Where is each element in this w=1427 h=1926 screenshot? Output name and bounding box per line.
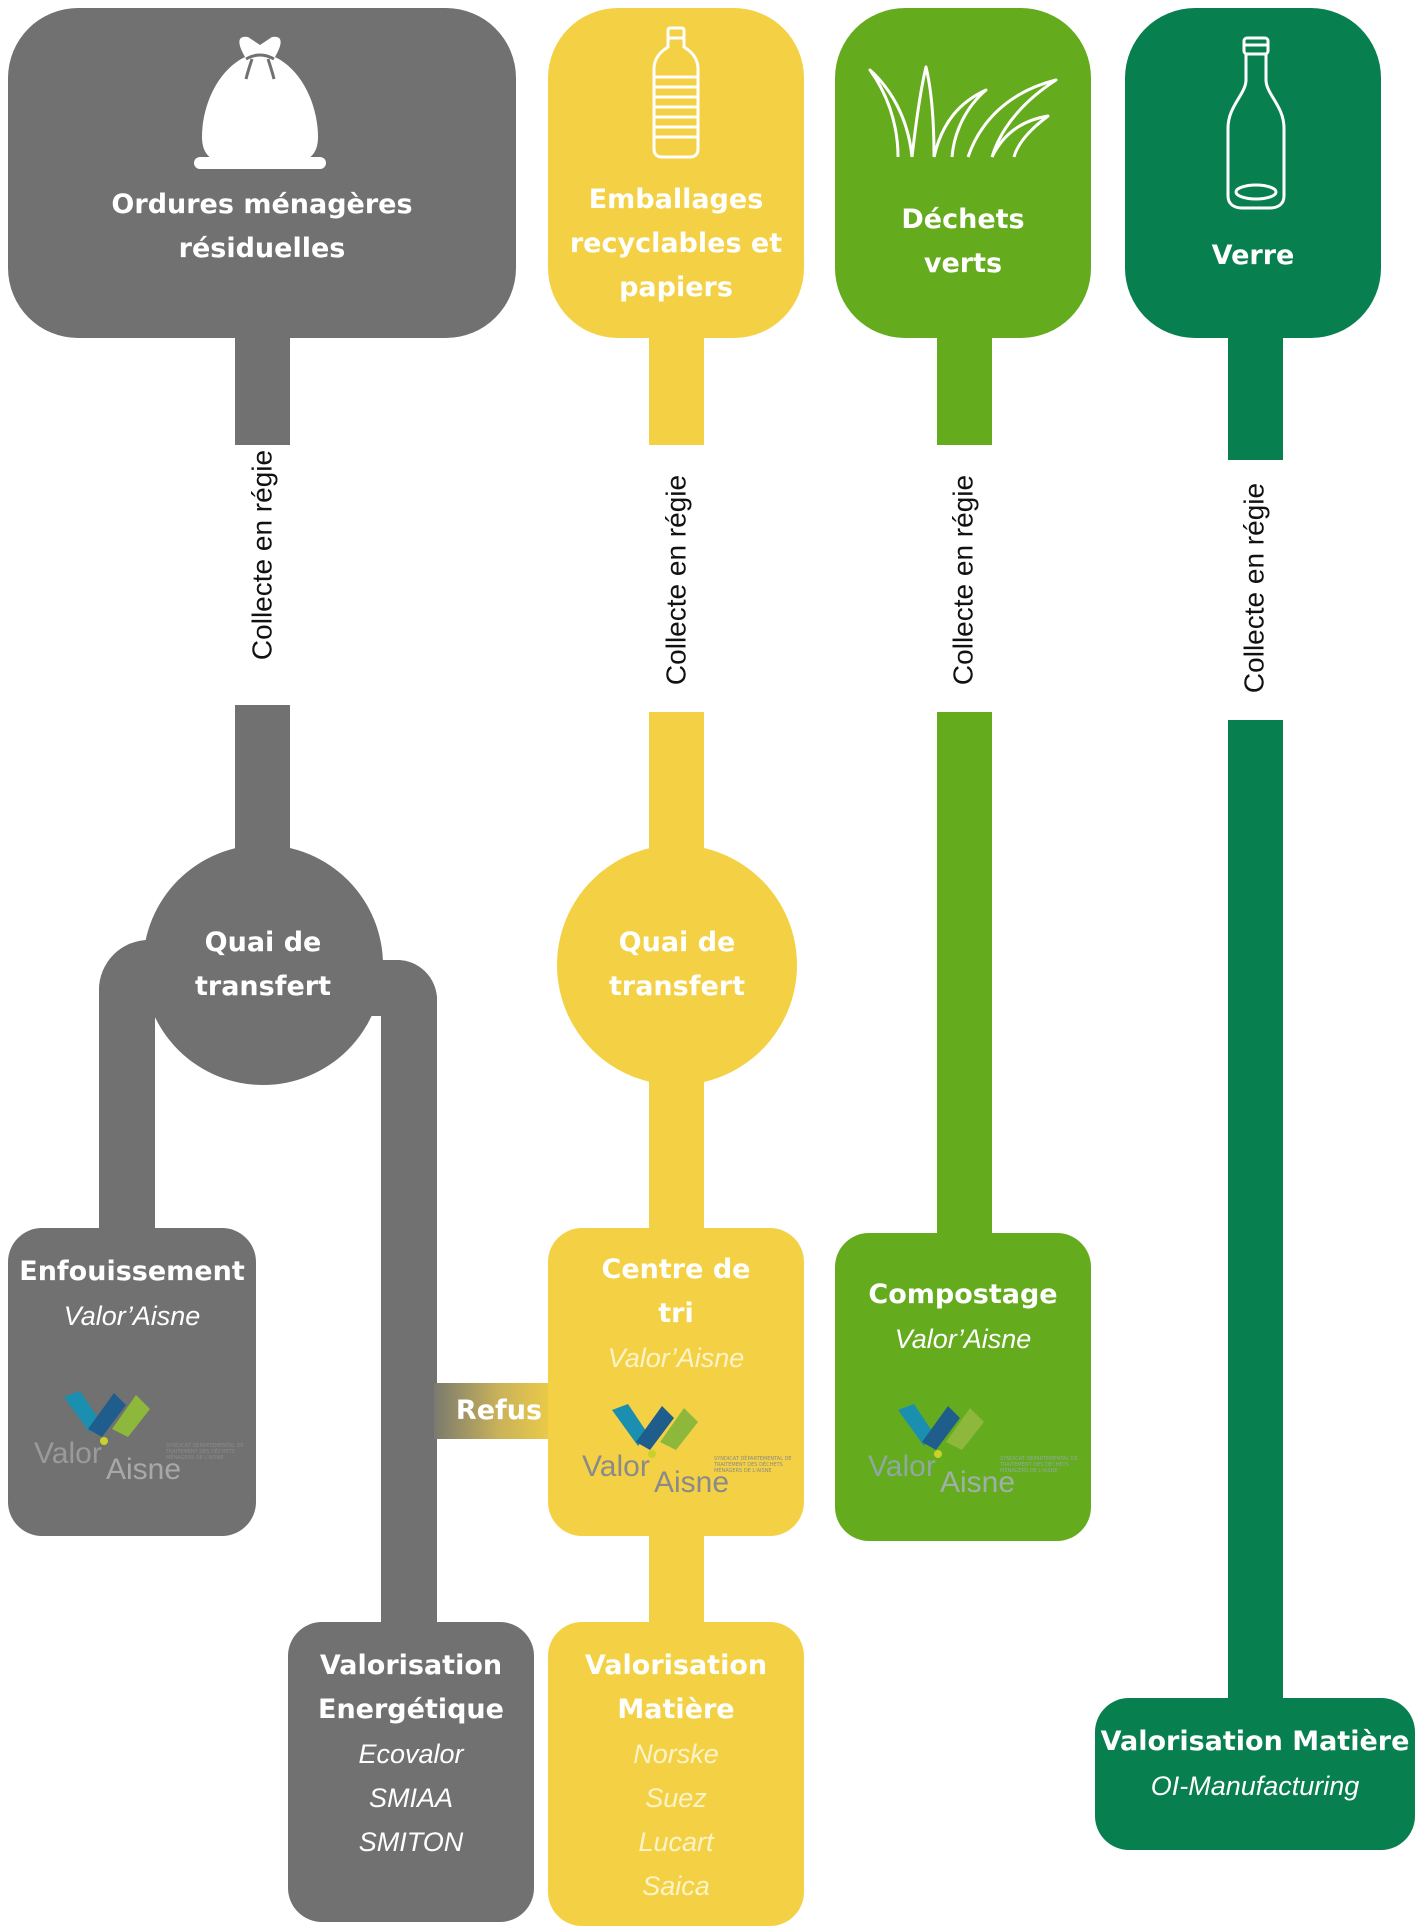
enfouissement-card: Enfouissement Valor’Aisne: [8, 1228, 256, 1536]
glass-bottle-icon: [1226, 36, 1286, 210]
compostage-title: Compostage: [868, 1279, 1058, 1310]
valor-aisne-logo-mark: [64, 1391, 150, 1445]
val-matiere-emb-operator: Norske: [633, 1739, 719, 1769]
emb-hub-circle: Quai de transfert: [557, 845, 797, 1085]
logo-tagline: SYNDICAT DÉPARTEMENTAL DE TRAITEMENT DES…: [1000, 1456, 1078, 1474]
logo-tagline: SYNDICAT DÉPARTEMENTAL DE TRAITEMENT DES…: [166, 1443, 244, 1461]
refus-label: Refus: [455, 1395, 543, 1426]
enfouissement-title: Enfouissement: [19, 1256, 245, 1287]
dv-connector-bottom: [937, 712, 992, 1252]
omr-hub-line2: transfert: [194, 971, 331, 1002]
emb-connector-top: [649, 320, 704, 445]
valor-aisne-logo: Valor Aisne SYNDICAT DÉPARTEMENTAL DE TR…: [34, 1385, 244, 1486]
emb-hub-line2: transfert: [608, 971, 745, 1002]
centre-tri-title-line2: tri: [658, 1298, 694, 1329]
verre-flow-label: Collecte en régie: [1238, 482, 1270, 694]
logo-word-valor: Valor: [582, 1450, 650, 1483]
val-matiere-emb-operator: Lucart: [638, 1827, 714, 1857]
valor-aisne-logo-mark: [612, 1404, 698, 1458]
compostage-operator: Valor’Aisne: [894, 1324, 1032, 1354]
val-matiere-verre-title: Valorisation Matière: [1100, 1726, 1410, 1757]
dv-title-line2: verts: [923, 248, 1003, 279]
omr-hub-circle: Quai de transfert: [143, 845, 383, 1085]
omr-connector-top: [235, 330, 290, 445]
emb-title-line2: recyclables et: [569, 228, 783, 259]
verre-header-card: Verre: [1125, 8, 1381, 338]
logo-word-valor: Valor: [34, 1437, 102, 1470]
refus-connector: Refus: [434, 1383, 564, 1439]
val-energetique-operator: Ecovalor: [358, 1739, 464, 1769]
omr-title-line1: Ordures ménagères: [111, 189, 413, 220]
omr-hub-line1: Quai de: [204, 927, 322, 958]
centre-tri-title-line1: Centre de: [601, 1254, 751, 1285]
dv-flow-label: Collecte en régie: [947, 474, 979, 686]
val-matiere-verre-operator: OI-Manufacturing: [1150, 1771, 1360, 1801]
enfouissement-operator: Valor’Aisne: [63, 1301, 201, 1331]
dv-connector-top: [937, 320, 992, 445]
trash-bag-icon: [194, 36, 326, 169]
val-matiere-emb-operator: Saica: [642, 1871, 710, 1901]
centre-de-tri-card: Centre de tri Valor’Aisne: [548, 1228, 804, 1536]
emb-flow-label: Collecte en régie: [660, 474, 692, 686]
verre-connector-top: [1228, 320, 1283, 460]
logo-tagline: SYNDICAT DÉPARTEMENTAL DE TRAITEMENT DES…: [714, 1456, 792, 1474]
val-matiere-emb-operator: Suez: [645, 1783, 707, 1813]
logo-word-aisne: Aisne: [654, 1466, 730, 1499]
valorisation-matiere-verre-card: Valorisation Matière OI-Manufacturing: [1095, 1698, 1415, 1850]
emb-title-line1: Emballages: [588, 184, 764, 215]
logo-word-aisne: Aisne: [106, 1453, 182, 1486]
plastic-bottle-icon: [652, 26, 700, 159]
valor-aisne-logo: Valor Aisne SYNDICAT DÉPARTEMENTAL DE TR…: [582, 1398, 792, 1499]
emb-header-card: Emballages recyclables et papiers: [548, 8, 804, 338]
centre-tri-operator: Valor’Aisne: [607, 1343, 745, 1373]
val-matiere-emb-title-line1: Valorisation: [584, 1650, 768, 1681]
valor-aisne-logo: Valor Aisne SYNDICAT DÉPARTEMENTAL DE TR…: [868, 1398, 1078, 1499]
emb-title-line3: papiers: [619, 272, 733, 303]
emb-hub-line1: Quai de: [618, 927, 736, 958]
omr-pipe-right: [381, 960, 437, 1640]
logo-word-valor: Valor: [868, 1450, 936, 1483]
emb-connector-bottom: [649, 1530, 704, 1630]
val-energetique-title-line2: Energétique: [318, 1694, 504, 1725]
verre-title: Verre: [1211, 240, 1295, 271]
omr-flow-label: Collecte en régie: [246, 449, 278, 661]
valor-aisne-logo-mark: [898, 1404, 984, 1458]
val-energetique-operator: SMITON: [358, 1827, 464, 1857]
emb-connector-low: [649, 1070, 704, 1240]
omr-title-line2: résiduelles: [178, 233, 346, 264]
val-energetique-title-line1: Valorisation: [319, 1650, 503, 1681]
compostage-card: Compostage Valor’Aisne: [835, 1233, 1091, 1541]
logo-word-aisne: Aisne: [940, 1466, 1016, 1499]
dv-title-line1: Déchets: [901, 204, 1025, 235]
dv-header-card: Déchets verts: [835, 8, 1091, 338]
valorisation-matiere-emb-card: Valorisation Matière Norske Suez Lucart …: [548, 1622, 804, 1926]
val-energetique-operator: SMIAA: [368, 1783, 454, 1813]
verre-connector-bottom: [1228, 720, 1283, 1705]
omr-connector-mid: [235, 705, 290, 870]
grass-icon: [868, 65, 1058, 158]
val-matiere-emb-title-line2: Matière: [617, 1694, 735, 1725]
valorisation-energetique-card: Valorisation Energétique Ecovalor SMIAA …: [288, 1622, 534, 1922]
